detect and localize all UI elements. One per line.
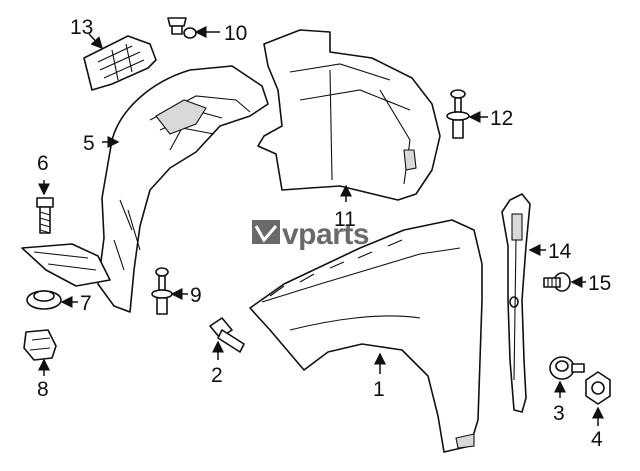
part-10-clip	[167, 17, 197, 39]
part-6-bolt	[36, 197, 54, 234]
part-15-stud-clip	[543, 272, 571, 292]
callout-3: 3	[553, 402, 565, 425]
callout-2: 2	[211, 364, 223, 387]
callout-12: 12	[490, 107, 513, 130]
vparts-watermark-logo: vparts	[252, 218, 370, 251]
callout-10: 10	[224, 22, 247, 45]
part-9-push-pin	[151, 267, 173, 315]
part-2-bolt	[209, 317, 245, 353]
part-11-rear-liner	[257, 29, 441, 201]
part-4-nut	[585, 371, 611, 405]
part-8-clip-nut	[23, 329, 57, 361]
callout-14: 14	[548, 240, 572, 263]
callout-1: 1	[373, 378, 385, 401]
callout-7: 7	[80, 292, 92, 315]
part-13-bracket	[83, 35, 157, 91]
callout-11: 11	[334, 208, 356, 231]
callout-8: 8	[37, 378, 49, 401]
watermark-text: vparts	[282, 218, 369, 251]
leader-arrows	[38, 26, 604, 426]
callout-5: 5	[83, 132, 95, 155]
part-5-fender-liner	[21, 65, 269, 313]
part-7-nut	[26, 290, 62, 310]
callout-15: 15	[588, 272, 611, 295]
part-1-fender	[249, 219, 483, 453]
part-12-push-pin	[446, 89, 470, 139]
callout-13: 13	[70, 16, 93, 39]
callout-6: 6	[37, 152, 49, 175]
part-14-seal-strip	[501, 193, 531, 413]
part-3-stud	[549, 356, 585, 380]
callout-9: 9	[190, 284, 202, 307]
callout-4: 4	[591, 428, 603, 451]
